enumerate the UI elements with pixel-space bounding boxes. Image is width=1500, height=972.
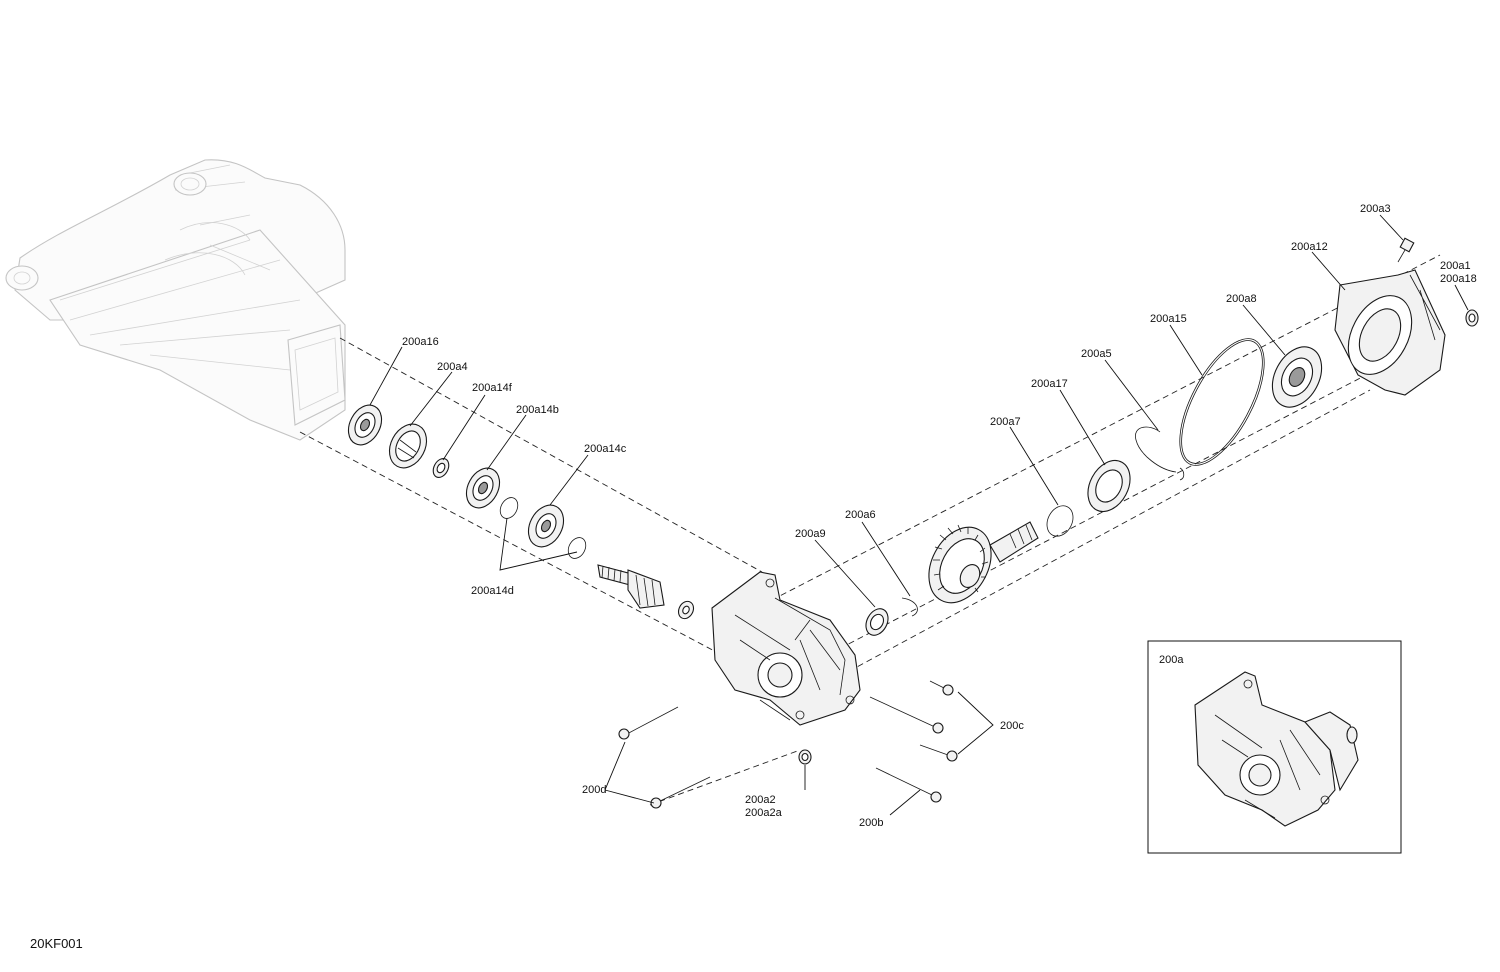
label-200a4: 200a4: [437, 361, 468, 373]
label-200c: 200c: [1000, 720, 1024, 732]
cover-200a12: [1334, 269, 1446, 396]
gearbox-housing: [711, 571, 861, 726]
bearing-200a8: [1271, 346, 1323, 408]
nut-200a14f: [432, 458, 450, 478]
label-200a14c: 200a14c: [584, 443, 627, 455]
label-200a15: 200a15: [1150, 313, 1187, 325]
figure-code: 20KF001: [30, 936, 83, 951]
pinion-gear: [597, 564, 665, 609]
label-200a9: 200a9: [795, 528, 826, 540]
label-200a3: 200a3: [1360, 203, 1391, 215]
label-200a5: 200a5: [1081, 348, 1112, 360]
ring-200a7: [1046, 505, 1074, 537]
seal-200a4: [388, 423, 428, 469]
bolts-200d: [618, 706, 711, 809]
bearing-200a14c: [527, 504, 565, 548]
label-200a16: 200a16: [402, 336, 439, 348]
bushing: [677, 600, 695, 620]
label-200a14f: 200a14f: [472, 382, 513, 394]
label-200a14d: 200a14d: [471, 585, 514, 597]
swing-arm-ghost: [5, 159, 346, 441]
plug-200a1: [1465, 309, 1479, 327]
bolt-200b: [875, 767, 942, 803]
circlip-200a5: [1135, 426, 1185, 481]
assembly-axes: [299, 254, 1441, 806]
seal-200a17: [1087, 459, 1131, 513]
ring-gear: [928, 521, 1039, 604]
label-200b: 200b: [859, 817, 883, 829]
inset-assembly: 200a: [1147, 640, 1402, 854]
ring-200a14d-upper: [499, 497, 519, 519]
bearing-200a16: [347, 404, 383, 446]
label-200a2: 200a2: [745, 794, 776, 806]
circlip-200a6: [901, 597, 918, 617]
label-200a6: 200a6: [845, 509, 876, 521]
bolt-200a3: [1397, 237, 1415, 263]
o-ring-200a15: [1179, 338, 1265, 466]
part-labels: 200a16 200a4 200a14f 200a14b 200a14c 200…: [402, 203, 1477, 829]
ring-200a14d-lower: [567, 537, 587, 559]
label-200a17: 200a17: [1031, 378, 1068, 390]
leader-lines: [369, 214, 1469, 816]
label-200a2a: 200a2a: [745, 807, 783, 819]
label-200a12: 200a12: [1291, 241, 1328, 253]
label-200a14b: 200a14b: [516, 404, 559, 416]
label-200d: 200d: [582, 784, 606, 796]
inset-label: 200a: [1159, 654, 1184, 666]
label-200a18: 200a18: [1440, 273, 1477, 285]
label-200a1: 200a1: [1440, 260, 1471, 272]
bearing-200a14b: [465, 467, 501, 509]
bolts-200c: [869, 680, 958, 762]
label-200a8: 200a8: [1226, 293, 1257, 305]
plug-200a2: [798, 749, 812, 765]
label-200a7: 200a7: [990, 416, 1021, 428]
bearing-200a9: [865, 608, 889, 636]
